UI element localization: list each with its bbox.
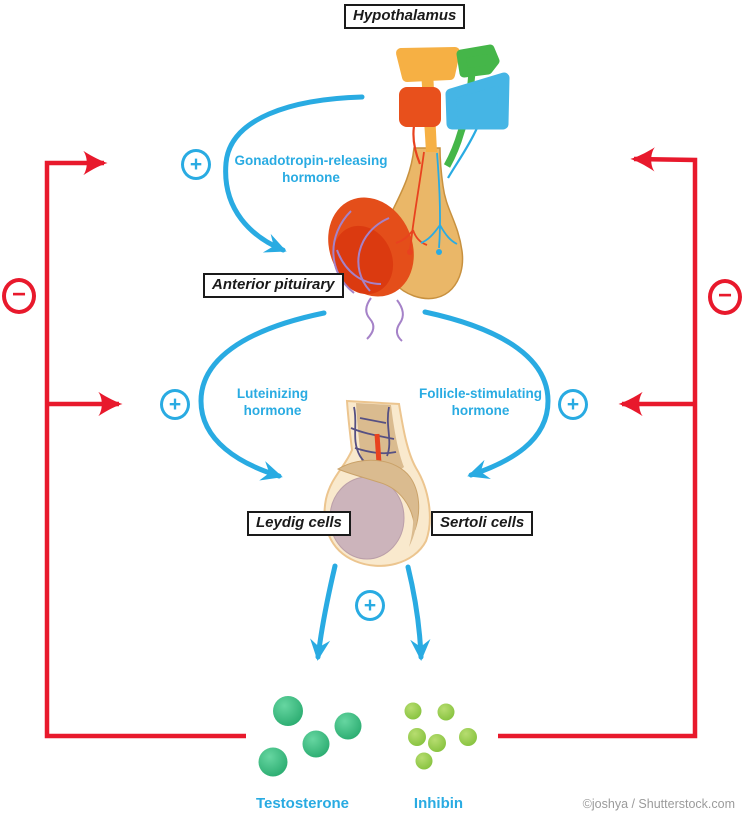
lh-text: Luteinizing hormone (236, 386, 309, 418)
plus-sign: + (566, 392, 580, 416)
negative-feedback-left-line (44, 150, 246, 739)
plus-icon-fsh: + (558, 389, 588, 420)
plus-icon-gnrh: + (181, 149, 211, 180)
pituitary-illustration (328, 147, 464, 342)
leydig-cells-label: Leydig cells (247, 511, 351, 536)
minus-icon-right: − (708, 279, 742, 315)
fsh-arrow (422, 309, 551, 480)
inhibin-arrow (405, 564, 431, 661)
gnrh-arrow (223, 94, 365, 253)
testosterone-text: Testosterone (255, 795, 350, 812)
inhibin-molecules (404, 702, 477, 770)
lh-arrow (198, 310, 327, 481)
stimulation-arrows (198, 94, 551, 661)
testosterone-molecules (258, 696, 362, 777)
testosterone-arrow (310, 563, 338, 661)
plus-icon-lh: + (160, 389, 190, 420)
sertoli-cells-label: Sertoli cells (431, 511, 534, 536)
gnrh-text: Gonadotropin-releasing hormone (234, 153, 388, 185)
plus-icon-secretion: + (355, 590, 385, 621)
minus-sign: − (11, 281, 26, 308)
plus-sign: + (168, 392, 182, 416)
anterior-pituitary-label: Anterior pituirary (203, 273, 344, 298)
fsh-text: Follicle-stimulating hormone (418, 386, 542, 418)
inhibin-text: Inhibin (413, 795, 464, 812)
hypothalamus-label: Hypothalamus (344, 4, 466, 29)
negative-feedback-right-line (498, 147, 698, 739)
plus-sign: + (189, 152, 203, 176)
watermark-credit: ©joshya / Shutterstock.com (582, 797, 735, 811)
hypothalamus-illustration (396, 44, 510, 179)
minus-sign: − (717, 282, 732, 309)
testis-illustration (323, 399, 431, 567)
plus-sign: + (363, 593, 377, 617)
minus-icon-left: − (2, 278, 36, 314)
